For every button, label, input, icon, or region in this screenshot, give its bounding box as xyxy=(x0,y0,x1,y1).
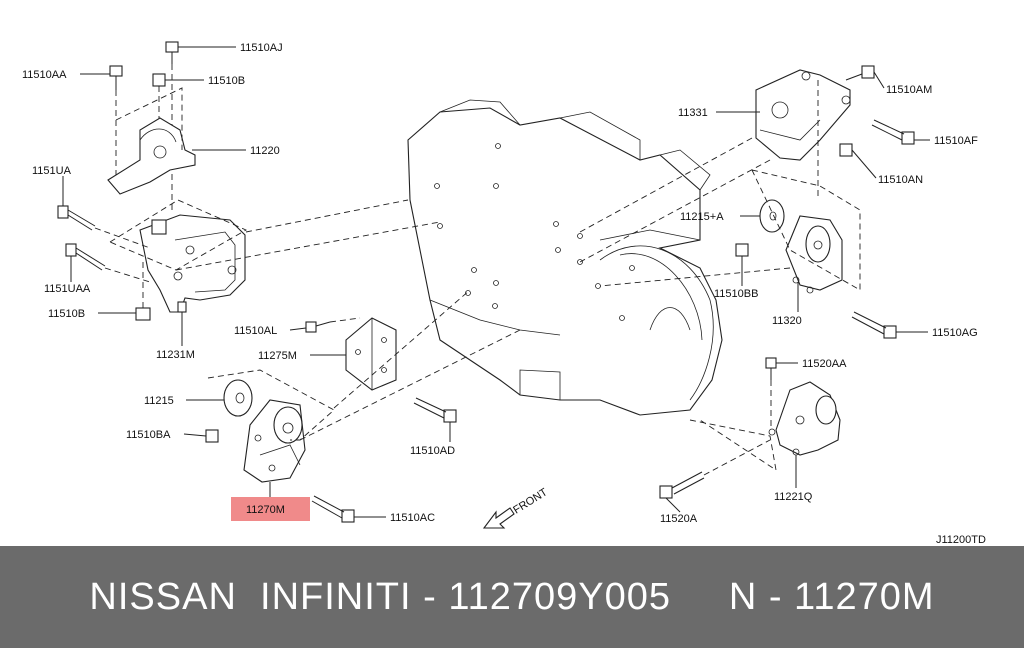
mount-assembly-left-upper xyxy=(57,41,441,321)
bracket-11331 xyxy=(755,69,851,161)
part-number-banner: NISSAN INFINITI - 112709Y005 N - 11270M xyxy=(0,546,1024,648)
bracket-11275M xyxy=(345,317,397,391)
engine-block xyxy=(407,99,723,416)
label-11270M: 11270M xyxy=(246,504,285,516)
nut-11510B-bottom xyxy=(135,260,151,321)
label-11221Q: 11221Q xyxy=(774,491,813,503)
bolt-11510AG xyxy=(851,311,897,339)
diagram-code: J11200TD xyxy=(936,534,986,546)
label-11510AC: 11510AC xyxy=(390,512,435,524)
mount-11221Q xyxy=(768,381,841,456)
bolt-11520A xyxy=(659,439,771,499)
bolt-11510AL xyxy=(305,317,361,333)
part-number-text: NISSAN INFINITI - 112709Y005 N - 11270M xyxy=(89,575,935,618)
label-11331: 11331 xyxy=(678,107,708,119)
bolt-11510AC xyxy=(311,495,355,523)
parts-diagram: 11510AJ 11510AA 11510B 11220 1151UA 1151… xyxy=(22,41,986,546)
label-11510AJ: 11510AJ xyxy=(240,42,283,54)
label-11510AA: 11510AA xyxy=(22,69,67,81)
label-11231M: 11231M xyxy=(156,349,195,361)
bolt-11510AF xyxy=(871,119,915,145)
bolt-11510AD xyxy=(413,397,457,423)
highlight-box-11270M xyxy=(231,497,310,521)
label-1151UA: 1151UA xyxy=(32,165,72,177)
bracket-11231M xyxy=(139,214,246,313)
bolt-1151UA xyxy=(57,205,151,249)
label-11510B-bottom: 11510B xyxy=(48,308,85,320)
front-direction-arrow: FRONT xyxy=(482,486,550,529)
label-11510AL: 11510AL xyxy=(234,325,277,337)
label-11510AD: 11510AD xyxy=(410,445,455,457)
label-11220: 11220 xyxy=(250,145,280,157)
washer-11215 xyxy=(223,379,253,417)
label-11510AF: 11510AF xyxy=(934,135,978,147)
label-11520A: 11520A xyxy=(660,513,698,525)
label-11510BB: 11510BB xyxy=(714,288,758,300)
label-11510AG: 11510AG xyxy=(932,327,978,339)
label-11520AA: 11520AA xyxy=(802,358,847,370)
label-11320: 11320 xyxy=(772,315,802,327)
front-label: FRONT xyxy=(511,486,550,516)
label-11510AM: 11510AM xyxy=(886,84,932,96)
label-11275M: 11275M xyxy=(258,350,297,362)
washer-11215A xyxy=(759,199,785,233)
bolt-11520AA xyxy=(765,357,777,430)
leader-lines xyxy=(62,46,930,518)
label-11510B-top: 11510B xyxy=(208,75,245,87)
label-1151UAA: 1151UAA xyxy=(44,283,91,295)
label-11510AN: 11510AN xyxy=(878,174,923,186)
mount-11320 xyxy=(785,215,843,294)
insulator-11220 xyxy=(107,117,196,195)
nut-11510BB xyxy=(735,243,749,257)
bolt-11510AA xyxy=(109,65,123,180)
mount-assembly-right-upper xyxy=(579,65,915,339)
mount-assembly-left-lower xyxy=(205,289,521,523)
mount-assembly-right-lower xyxy=(659,357,841,499)
label-11215: 11215 xyxy=(144,395,174,407)
label-11215A: 11215+A xyxy=(680,211,724,223)
mount-11270M xyxy=(243,399,306,483)
label-11510BA: 11510BA xyxy=(126,429,171,441)
bolt-11510AM xyxy=(845,65,875,81)
exploded-view-svg: 11510AJ 11510AA 11510B 11220 1151UA 1151… xyxy=(22,41,986,546)
nut-11510BA xyxy=(205,429,219,443)
bolt-11510AN xyxy=(839,143,853,157)
bolt-1151UAA xyxy=(65,243,151,283)
